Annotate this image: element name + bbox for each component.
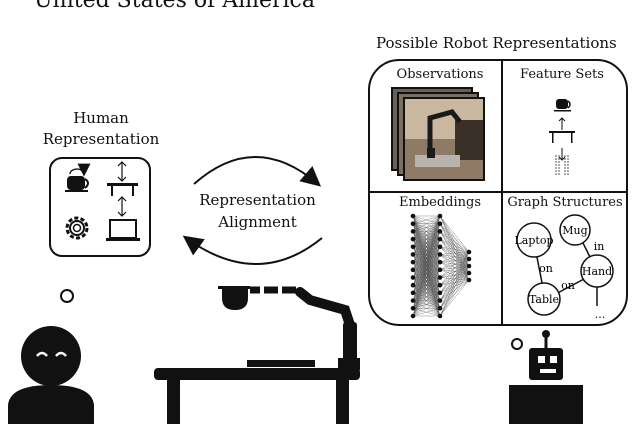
network-node	[437, 313, 443, 319]
graph-edge-hand-table: on	[561, 279, 575, 292]
network-node	[410, 290, 416, 296]
human-panel-title: Human Representation	[42, 109, 160, 148]
cell-label-feature-sets: Feature Sets	[520, 67, 604, 82]
network-node	[437, 229, 443, 234]
alignment-label: Representation Alignment	[199, 191, 316, 231]
network-node	[466, 256, 472, 262]
cell-label-embeddings: Embeddings	[399, 195, 481, 210]
graph-edge-mug-hand: in	[594, 240, 605, 253]
network-node	[437, 298, 443, 303]
robot-thought-bubble	[511, 338, 523, 350]
network-node	[437, 282, 443, 288]
table-icon	[107, 161, 138, 196]
mug-icon	[65, 163, 91, 192]
table-icon	[154, 360, 360, 424]
network-node	[437, 275, 443, 280]
top-title: United States of America	[34, 0, 315, 13]
network-node	[410, 236, 416, 242]
network-node	[410, 298, 416, 303]
network-node	[410, 282, 416, 288]
cell-label-observations: Observations	[396, 67, 484, 82]
human-representation-box	[49, 157, 151, 257]
graph-ellipsis: ...	[595, 308, 606, 321]
network-node	[437, 259, 443, 265]
gear-icon	[65, 216, 89, 240]
feature-set-icons	[549, 99, 575, 176]
network-node	[410, 213, 416, 219]
human-thought-bubble	[60, 289, 74, 303]
graph-edge-laptop-table: on	[539, 262, 553, 275]
network-node	[437, 221, 443, 226]
graph-label-mug: Mug	[562, 224, 587, 237]
network-node	[466, 249, 472, 255]
graph-node-table	[527, 282, 561, 316]
alignment-arrow-right	[193, 156, 322, 187]
graph-node-mug	[559, 214, 591, 246]
network-node	[410, 221, 416, 226]
robot-icon	[509, 330, 583, 424]
network-node	[410, 259, 416, 265]
human-icon	[8, 326, 94, 424]
network-node	[437, 252, 443, 257]
graph-structure: Laptop Mug Hand Table on in on ...	[515, 214, 614, 321]
network-node	[410, 313, 416, 319]
network-node	[466, 277, 472, 283]
network-node	[410, 252, 416, 257]
embedding-network	[410, 213, 472, 319]
robot-panel-title: Possible Robot Representations	[376, 34, 617, 52]
graph-node-laptop	[516, 222, 552, 258]
alignment-arrow-left	[182, 235, 323, 265]
robot-arm-icon	[218, 286, 360, 370]
graph-label-table: Table	[529, 293, 559, 306]
graph-node-hand	[580, 254, 614, 288]
network-node	[437, 267, 443, 273]
network-node	[466, 270, 472, 276]
network-node	[437, 236, 443, 242]
network-node	[410, 267, 416, 273]
network-node	[410, 306, 416, 311]
network-node	[410, 229, 416, 234]
observation-images	[391, 87, 485, 181]
network-node	[466, 263, 472, 269]
network-node	[437, 290, 443, 296]
network-node	[437, 213, 443, 219]
cell-label-graph-structures: Graph Structures	[507, 195, 623, 210]
laptop-icon	[106, 196, 140, 241]
graph-label-hand: Hand	[582, 265, 612, 278]
network-node	[410, 275, 416, 280]
network-node	[437, 244, 443, 250]
network-node	[437, 306, 443, 311]
graph-label-laptop: Laptop	[515, 234, 554, 247]
network-node	[410, 244, 416, 250]
